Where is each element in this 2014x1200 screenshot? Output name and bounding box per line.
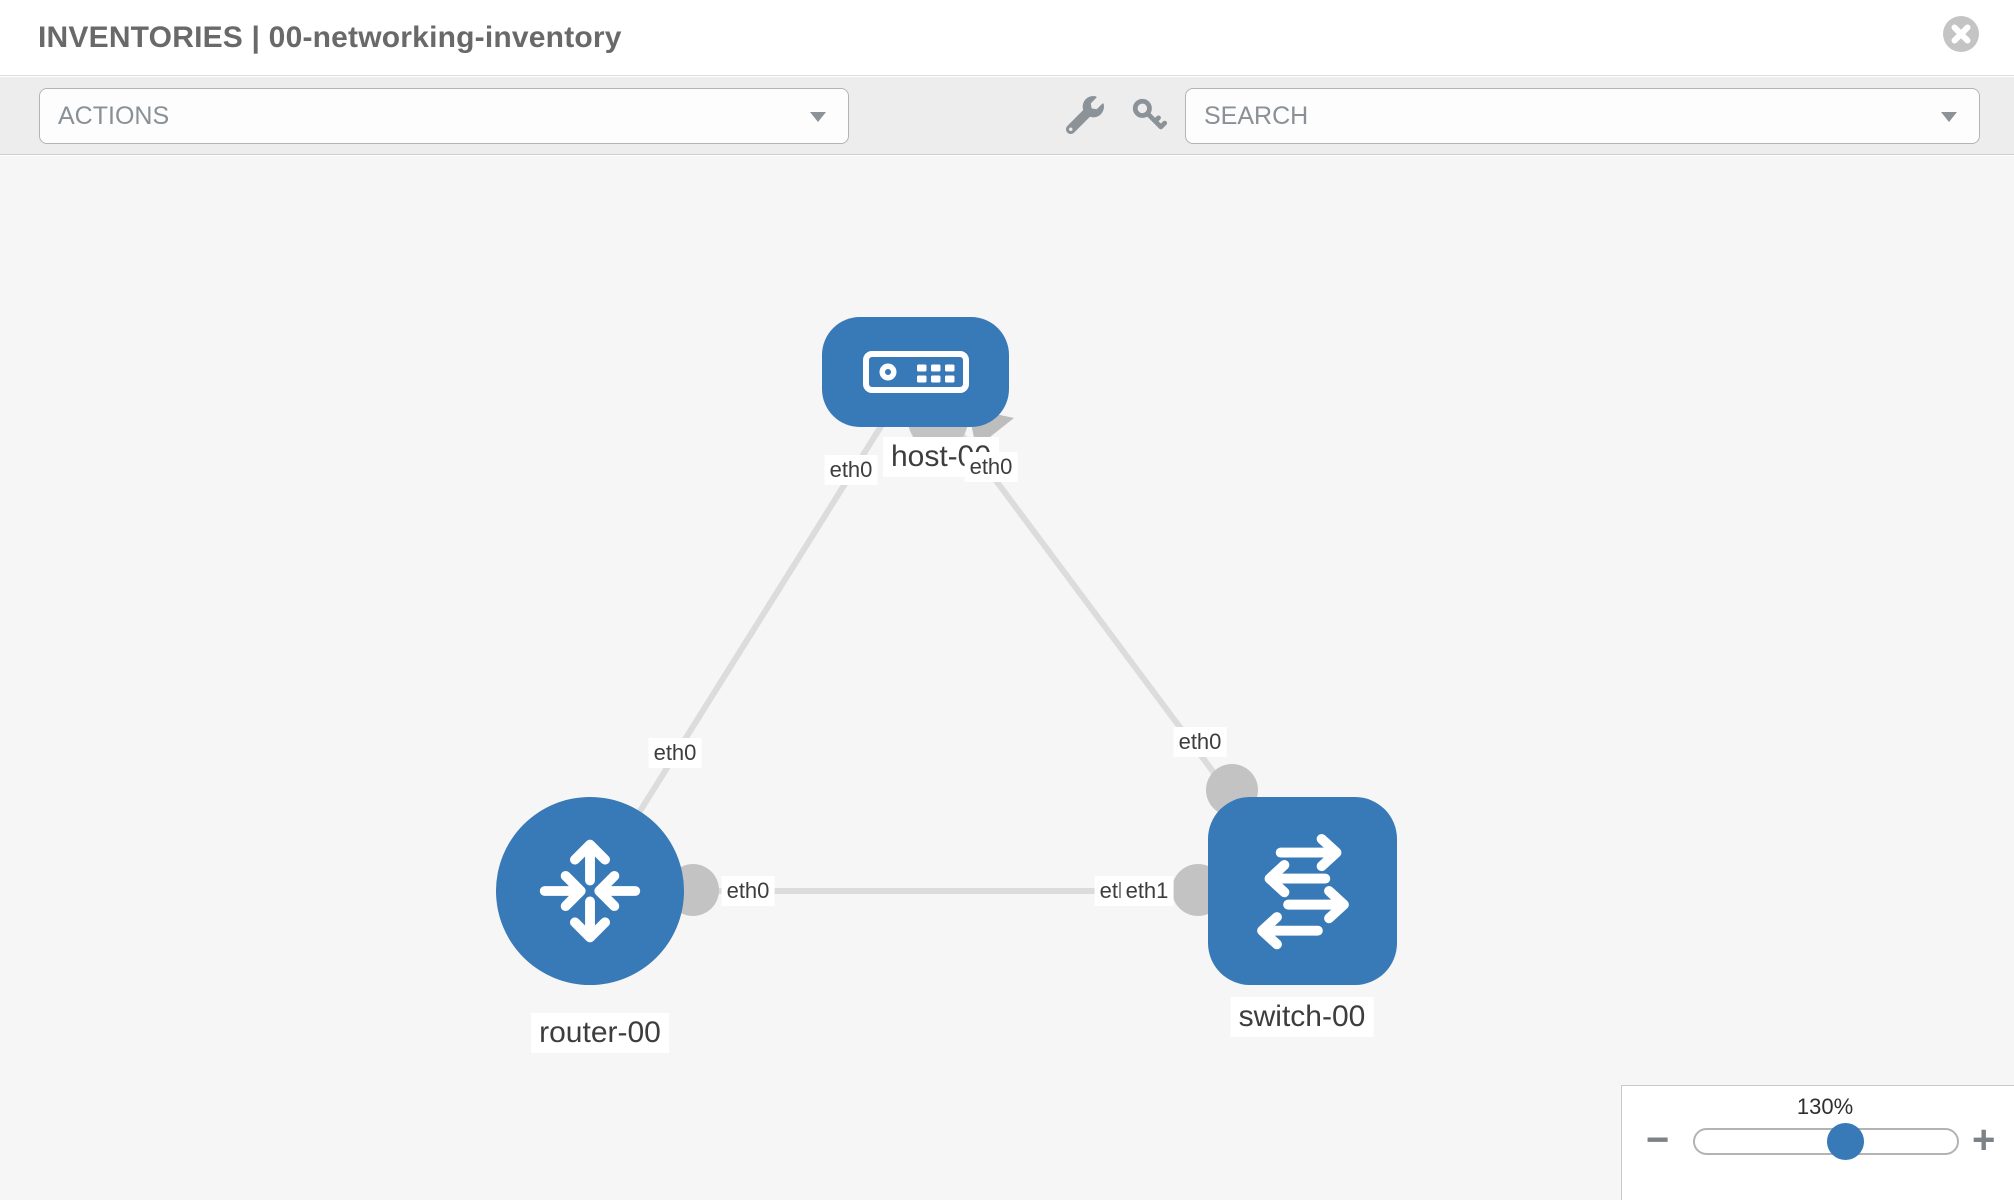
chevron-down-icon: [810, 112, 826, 122]
interface-label-host-eth0-left: eth0: [824, 455, 878, 485]
zoom-in-button[interactable]: +: [1972, 1118, 1996, 1162]
interface-label-switch-lan-eth1: eth1: [1120, 876, 1174, 906]
actions-dropdown-label: ACTIONS: [58, 102, 170, 130]
page-title: INVENTORIES | 00-networking-inventory: [38, 21, 622, 54]
router-icon: [539, 839, 641, 943]
host-device-icon: [862, 351, 969, 393]
topology-canvas[interactable]: host-00 router-00 switch-00 eth0 eth0 et…: [0, 156, 2014, 1200]
node-label-router: router-00: [531, 1013, 669, 1053]
chevron-down-icon: [1941, 112, 1957, 122]
wrench-icon[interactable]: [1065, 96, 1106, 136]
node-router-00[interactable]: [496, 797, 684, 985]
node-switch-00[interactable]: [1208, 797, 1397, 985]
key-icon[interactable]: [1130, 96, 1170, 136]
node-host-00[interactable]: [822, 317, 1009, 427]
switch-icon: [1256, 833, 1349, 950]
node-label-switch: switch-00: [1230, 997, 1374, 1037]
actions-dropdown[interactable]: ACTIONS: [39, 88, 849, 144]
zoom-out-button[interactable]: −: [1646, 1118, 1670, 1162]
toolbar: ACTIONS SEARCH: [0, 77, 2014, 155]
interface-label-switch-uplink-eth0: eth0: [1173, 727, 1227, 757]
close-icon[interactable]: [1942, 15, 1980, 53]
search-dropdown-label: SEARCH: [1204, 102, 1309, 130]
topology-links-layer: [587, 370, 1305, 916]
title-bar: INVENTORIES | 00-networking-inventory: [0, 0, 2014, 76]
zoom-slider-thumb[interactable]: [1827, 1123, 1864, 1160]
search-dropdown[interactable]: SEARCH: [1185, 88, 1980, 144]
interface-label-router-uplink-eth0: eth0: [648, 738, 702, 768]
zoom-slider-track[interactable]: [1693, 1128, 1959, 1155]
interface-label-router-lan-eth0: eth0: [721, 876, 775, 906]
zoom-control-panel: 130% − +: [1621, 1085, 2014, 1200]
zoom-level-text: 130%: [1796, 1094, 1854, 1119]
interface-label-host-eth0-right: eth0: [964, 452, 1018, 482]
